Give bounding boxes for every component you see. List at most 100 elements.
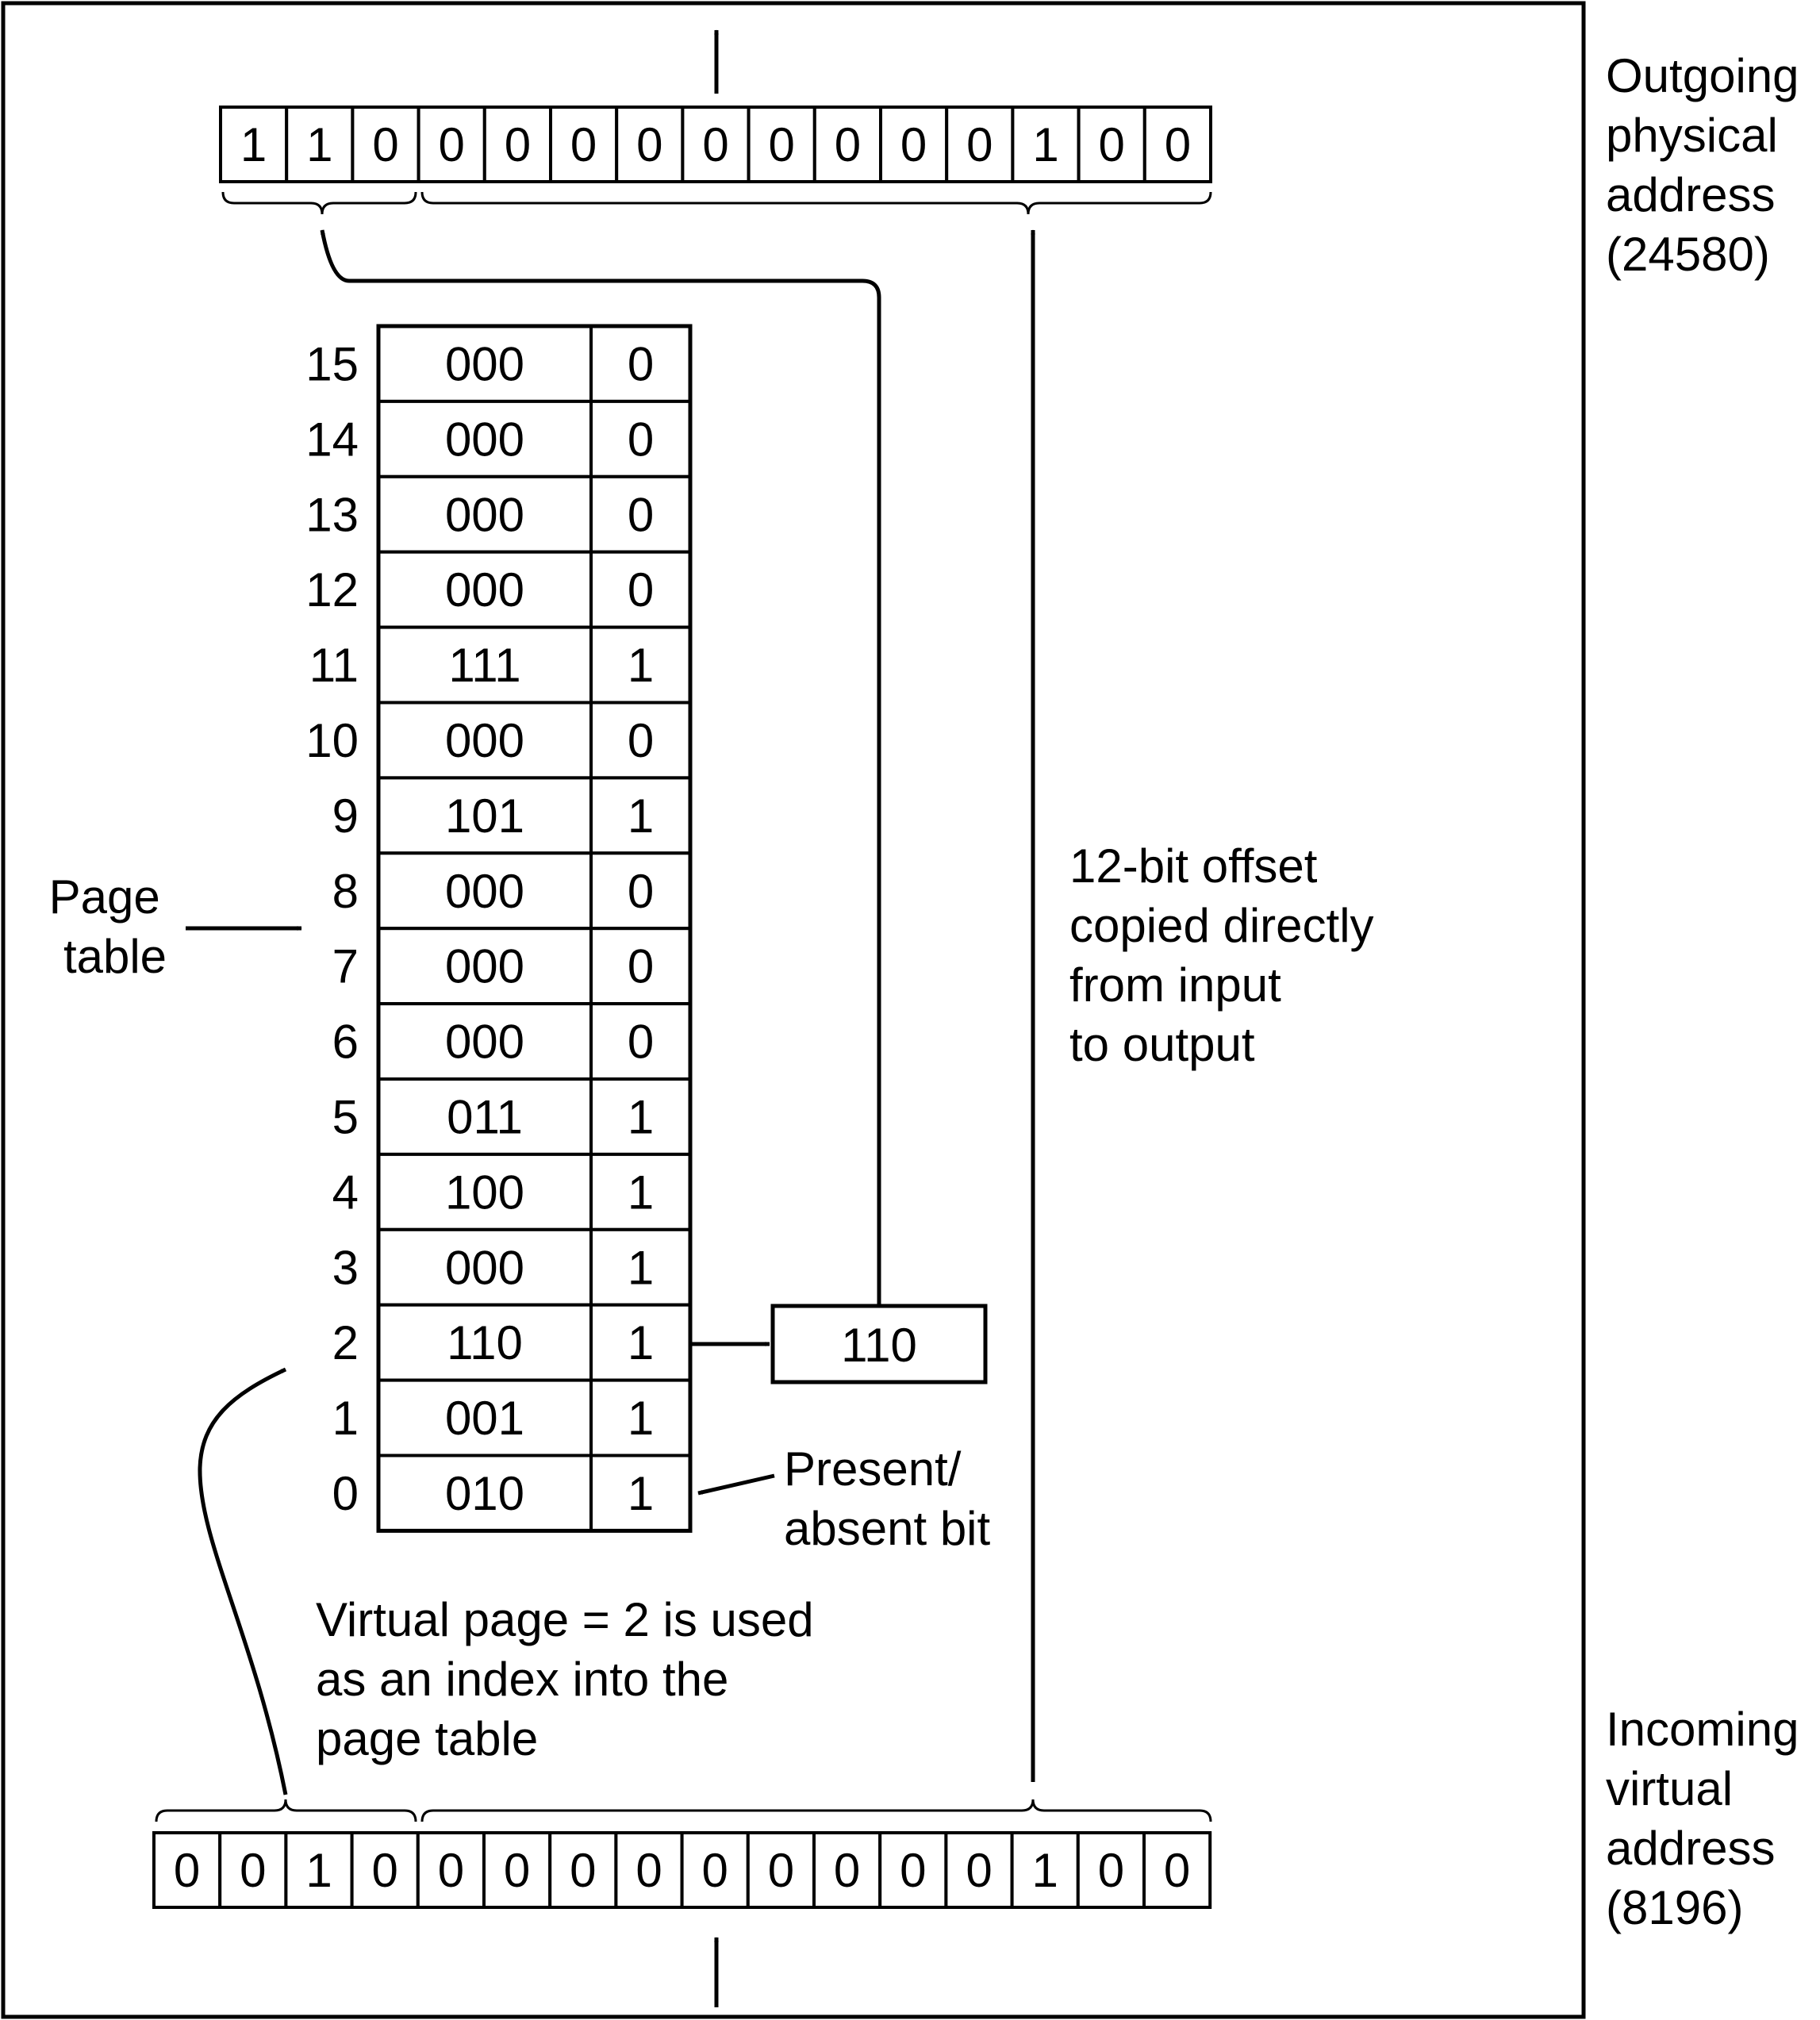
page-frame-value: 101 — [445, 789, 524, 843]
outgoing-bit-cell — [812, 106, 883, 183]
present-bit-cell — [589, 1002, 692, 1081]
incoming-bit-value: 0 — [570, 1844, 596, 1897]
page-frame-value: 000 — [445, 413, 524, 466]
present-bit-value: 1 — [628, 639, 654, 692]
present-bit-value: 0 — [628, 714, 654, 767]
outgoing-bit-value: 0 — [636, 118, 662, 171]
incoming-bit-value: 1 — [305, 1844, 332, 1897]
outgoing-bit-cell — [351, 106, 420, 183]
outgoing-bit-cell — [1142, 106, 1213, 183]
page-index-arrow — [198, 1367, 288, 1795]
outgoing-bit-value: 0 — [439, 118, 465, 171]
outgoing-address-label: Outgoing physical address (24580) — [1606, 49, 1812, 281]
present-bit-value: 1 — [628, 1467, 654, 1520]
incoming-bit-value: 0 — [768, 1844, 794, 1897]
incoming-bit-value: 0 — [504, 1844, 530, 1897]
outgoing-bit-value: 0 — [702, 118, 728, 171]
page-frame-value: 001 — [445, 1392, 524, 1445]
outgoing-bit-value: 0 — [835, 118, 861, 171]
outgoing-frame-brace — [221, 191, 417, 215]
outgoing-bit-cell — [615, 106, 685, 183]
incoming-bit-cell — [944, 1831, 1014, 1909]
present-bit-note: Present/ absent bit — [784, 1442, 991, 1555]
present-bit-cell — [589, 1303, 692, 1382]
incoming-page-brace — [155, 1799, 417, 1822]
outgoing-offset-brace — [420, 191, 1212, 215]
page-frame-value: 000 — [445, 714, 524, 767]
page-index-label: 11 — [309, 639, 359, 692]
page-index-label: 2 — [332, 1316, 359, 1369]
incoming-bit-value: 0 — [702, 1844, 728, 1897]
incoming-bit-value: 0 — [900, 1844, 926, 1897]
page-frame-value: 010 — [445, 1467, 524, 1520]
outgoing-bit-value: 0 — [1165, 118, 1191, 171]
page-index-label: 10 — [305, 714, 359, 767]
present-bit-pointer-arrow — [697, 1473, 775, 1496]
present-bit-value: 1 — [628, 1316, 654, 1369]
incoming-bit-cell — [878, 1831, 948, 1909]
present-bit-value: 0 — [628, 940, 654, 993]
page-frame-cell — [377, 701, 593, 780]
present-bit-value: 0 — [628, 563, 654, 616]
present-bit-cell — [589, 1378, 692, 1457]
incoming-bit-cell — [1142, 1831, 1212, 1909]
incoming-bit-cell — [152, 1831, 222, 1909]
outgoing-bit-value: 0 — [769, 118, 795, 171]
outgoing-bit-value: 0 — [966, 118, 993, 171]
page-frame-value: 000 — [445, 488, 524, 541]
present-bit-cell — [589, 927, 692, 1006]
present-bit-cell — [589, 1077, 692, 1156]
page-frame-value: 000 — [445, 940, 524, 993]
page-index-label: 7 — [332, 940, 359, 993]
page-frame-cell — [377, 927, 593, 1006]
outgoing-bit-value: 1 — [306, 118, 332, 171]
page-frame-cell — [377, 1152, 593, 1231]
outgoing-bit-cell — [1077, 106, 1146, 183]
incoming-bit-cell — [746, 1831, 816, 1909]
incoming-bit-value: 0 — [1164, 1844, 1190, 1897]
incoming-bit-value: 0 — [1098, 1844, 1124, 1897]
outgoing-bit-value: 0 — [1099, 118, 1125, 171]
outgoing-bit-value: 0 — [372, 118, 398, 171]
outgoing-bit-value: 0 — [900, 118, 927, 171]
offset-copy-note: 12-bit offset copied directly from input… — [1069, 839, 1387, 1071]
incoming-bit-value: 1 — [1032, 1844, 1058, 1897]
page-index-note: Virtual page = 2 is used as an index int… — [316, 1593, 827, 1765]
outgoing-bit-value: 1 — [240, 118, 267, 171]
present-bit-value: 0 — [628, 488, 654, 541]
present-bit-value: 1 — [628, 1090, 654, 1143]
outer-frame — [1, 1, 1586, 2019]
page-index-label: 9 — [332, 789, 359, 843]
page-index-label: 5 — [332, 1090, 359, 1143]
outgoing-bit-cell — [1011, 106, 1081, 183]
present-bit-value: 1 — [628, 1392, 654, 1445]
present-bit-value: 1 — [628, 789, 654, 843]
page-table-border — [376, 324, 693, 1533]
incoming-bit-value: 0 — [834, 1844, 860, 1897]
page-frame-cell — [377, 1227, 593, 1307]
incoming-bit-cell — [218, 1831, 288, 1909]
incoming-bit-value: 0 — [966, 1844, 992, 1897]
outgoing-bit-cell — [285, 106, 355, 183]
page-frame-value: 100 — [445, 1166, 524, 1219]
outgoing-bit-cell — [945, 106, 1015, 183]
page-frame-value: 000 — [445, 337, 524, 390]
page-frame-cell — [377, 474, 593, 554]
incoming-bit-value: 0 — [240, 1844, 266, 1897]
incoming-bit-value: 0 — [174, 1844, 200, 1897]
outgoing-bit-value: 0 — [570, 118, 597, 171]
present-bit-value: 0 — [628, 865, 654, 918]
page-index-label: 6 — [332, 1016, 359, 1069]
frame-number-box — [770, 1304, 988, 1384]
page-frame-value: 000 — [445, 563, 524, 616]
page-index-label: 0 — [332, 1467, 359, 1520]
page-frame-cell — [377, 851, 593, 931]
page-index-label: 14 — [305, 413, 359, 466]
present-bit-cell — [589, 1152, 692, 1231]
page-index-label: 13 — [305, 488, 359, 541]
present-bit-value: 1 — [628, 1166, 654, 1219]
